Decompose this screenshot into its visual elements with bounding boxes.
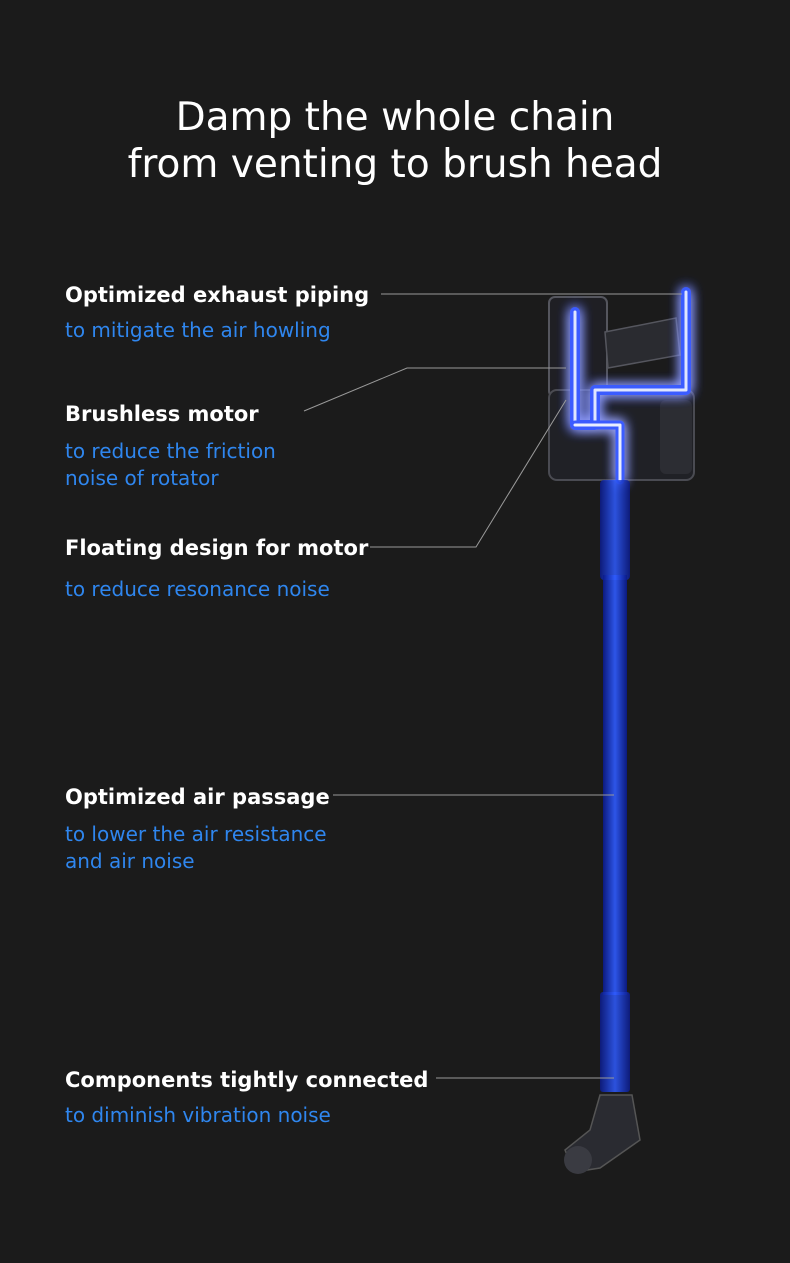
title-line-2: from venting to brush head	[127, 142, 663, 187]
title-line-1: Damp the whole chain	[175, 95, 615, 140]
brush-head	[564, 1094, 641, 1174]
feature-heading: Components tightly connected	[65, 1068, 429, 1092]
feature-heading: Optimized air passage	[65, 785, 330, 809]
page-title: Damp the whole chain from venting to bru…	[0, 94, 790, 188]
feature-description: to diminish vibration noise	[65, 1103, 331, 1127]
feature-description: to lower the air resistance and air nois…	[65, 822, 327, 873]
feature-description: to reduce resonance noise	[65, 577, 330, 601]
feature-heading: Brushless motor	[65, 402, 259, 426]
feature-exhaust-piping: Optimized exhaust piping to mitigate the…	[65, 281, 369, 344]
feature-description: to reduce the friction noise of rotator	[65, 439, 276, 490]
wand-tube	[600, 430, 630, 1125]
feature-floating-design: Floating design for motor to reduce reso…	[65, 534, 368, 603]
feature-description: to mitigate the air howling	[65, 318, 331, 342]
callout-line-motor	[303, 367, 566, 412]
feature-air-passage: Optimized air passage to lower the air r…	[65, 783, 330, 875]
feature-brushless-motor: Brushless motor to reduce the friction n…	[65, 400, 276, 492]
feature-heading: Optimized exhaust piping	[65, 283, 370, 307]
callout-line-floating	[370, 399, 567, 548]
callout-lines	[303, 293, 682, 1079]
feature-heading: Floating design for motor	[65, 536, 369, 560]
feature-components-connected: Components tightly connected to diminish…	[65, 1066, 428, 1129]
